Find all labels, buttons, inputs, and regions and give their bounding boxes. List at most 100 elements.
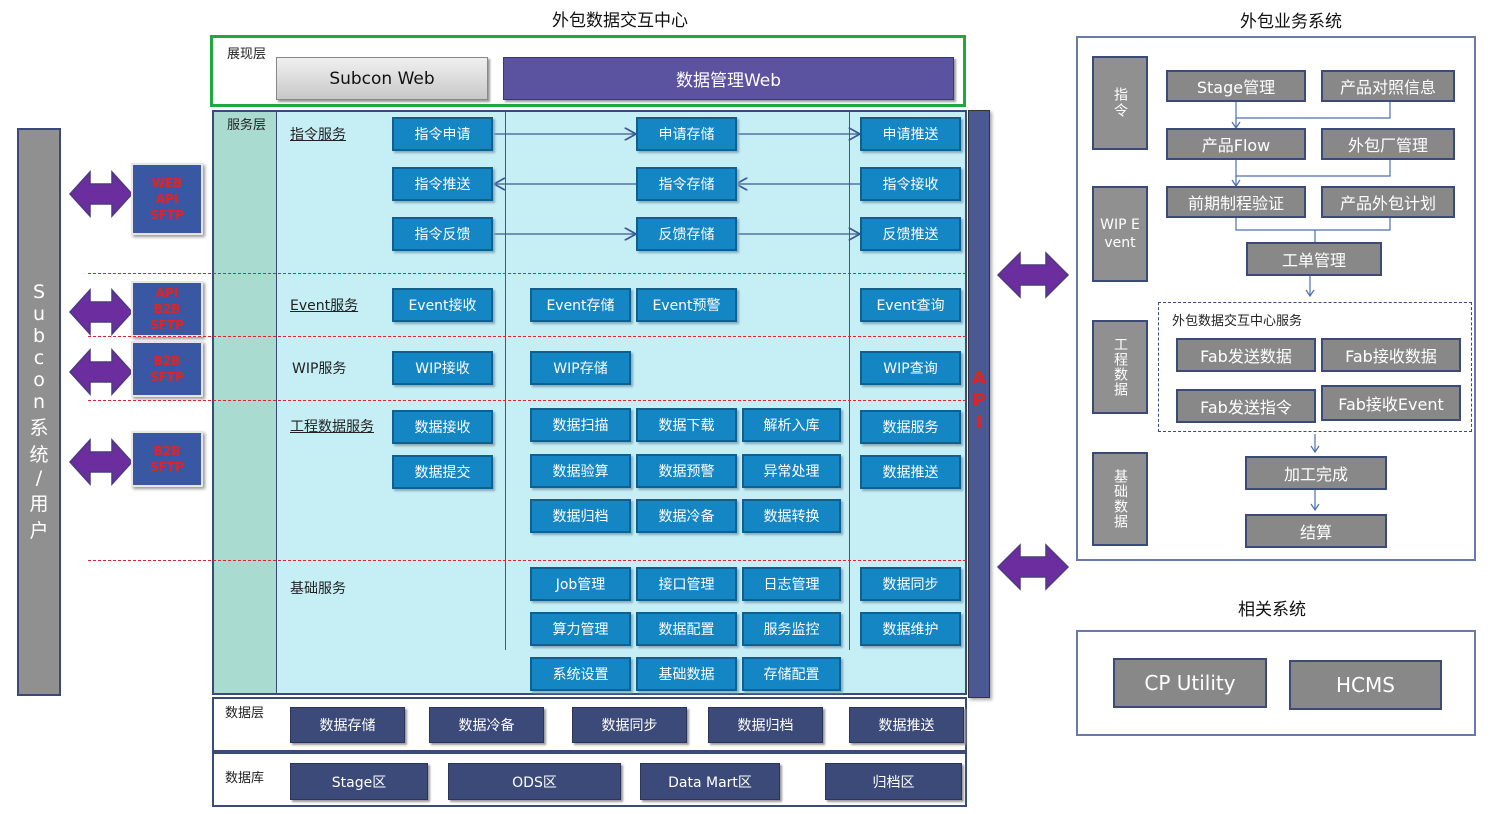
data-push-box[interactable]: 数据推送 (860, 455, 961, 489)
double-arrow-icon (68, 438, 134, 486)
base-service-label: 基础服务 (290, 581, 346, 597)
base-grid-box[interactable]: 基础数据 (636, 657, 737, 691)
hcms-box[interactable]: HCMS (1289, 660, 1442, 710)
wip-query-box[interactable]: WIP查询 (860, 351, 961, 385)
data-layer-item[interactable]: 数据存储 (290, 707, 405, 743)
event-receive-box[interactable]: Event接收 (392, 288, 493, 322)
eng-grid-box[interactable]: 解析入库 (742, 408, 841, 442)
service-layer-side (212, 110, 278, 695)
wip-service-label: WIP服务 (292, 361, 347, 377)
instruction-apply-box[interactable]: 指令申请 (392, 117, 493, 151)
api-char: A (972, 368, 986, 389)
wip-receive-box[interactable]: WIP接收 (392, 351, 493, 385)
event-store-box[interactable]: Event存储 (530, 288, 631, 322)
subcon-panel: S u b c o n 系 统 / 用 户 (17, 128, 61, 696)
settlement-box[interactable]: 结算 (1245, 514, 1387, 548)
data-layer-label: 数据层 (225, 706, 265, 721)
base-grid-box[interactable]: 系统设置 (530, 657, 631, 691)
data-layer-item[interactable]: 数据推送 (849, 707, 964, 743)
eng-grid-box[interactable]: 数据扫描 (530, 408, 631, 442)
section-divider (88, 336, 966, 337)
data-maintain-box[interactable]: 数据维护 (860, 612, 961, 646)
base-grid-box[interactable]: 接口管理 (636, 567, 737, 601)
subcon-char: / (35, 467, 43, 489)
database-label: 数据库 (225, 771, 265, 786)
instruction-flow-arrows (490, 120, 870, 250)
instruction-receive-box[interactable]: 指令接收 (860, 167, 961, 201)
double-arrow-icon (996, 543, 1070, 591)
related-title: 相关系统 (1238, 600, 1306, 620)
subcon-char: 系 (29, 417, 49, 439)
instruction-feedback-box[interactable]: 指令反馈 (392, 217, 493, 251)
instruction-push-box[interactable]: 指令推送 (392, 167, 493, 201)
base-grid-box[interactable]: 算力管理 (530, 612, 631, 646)
engineering-service-label: 工程数据服务 (290, 419, 374, 435)
product-flow-box[interactable]: 产品Flow (1166, 128, 1306, 160)
subcon-char: u (32, 303, 46, 325)
protocol-label: B2B (153, 302, 181, 316)
base-grid-box[interactable]: 存储配置 (742, 657, 841, 691)
database-item[interactable]: ODS区 (448, 763, 621, 800)
stage-manage-box[interactable]: Stage管理 (1166, 70, 1306, 102)
work-order-box[interactable]: 工单管理 (1246, 242, 1382, 276)
protocol-label: SFTP (150, 370, 184, 384)
feedback-store-box[interactable]: 反馈存储 (636, 217, 737, 251)
data-layer-item[interactable]: 数据冷备 (429, 707, 544, 743)
event-warning-box[interactable]: Event预警 (636, 288, 737, 322)
protocol-box: API B2B SFTP (131, 281, 203, 337)
fab-send-command-box[interactable]: Fab发送指令 (1176, 389, 1316, 423)
base-grid-box[interactable]: 数据配置 (636, 612, 737, 646)
api-char: I (975, 412, 983, 433)
event-query-box[interactable]: Event查询 (860, 288, 961, 322)
eng-grid-box[interactable]: 数据冷备 (636, 499, 737, 533)
subcon-char: 用 (29, 493, 49, 515)
early-verify-box[interactable]: 前期制程验证 (1166, 186, 1306, 218)
protocol-label: SFTP (150, 208, 184, 222)
data-sync-box[interactable]: 数据同步 (860, 567, 961, 601)
fab-receive-event-box[interactable]: Fab接收Event (1321, 385, 1461, 421)
api-label: A P I (970, 368, 988, 434)
biz-title: 外包业务系统 (1240, 12, 1342, 32)
outsourcing-plan-box[interactable]: 产品外包计划 (1321, 186, 1455, 218)
data-service-box[interactable]: 数据服务 (860, 410, 961, 444)
eng-grid-box[interactable]: 数据归档 (530, 499, 631, 533)
database-item[interactable]: Data Mart区 (640, 763, 780, 800)
protocol-label: API (155, 192, 179, 206)
eng-grid-box[interactable]: 数据转换 (742, 499, 841, 533)
api-char: P (972, 390, 986, 411)
product-map-box[interactable]: 产品对照信息 (1321, 70, 1455, 102)
data-layer-item[interactable]: 数据同步 (572, 707, 687, 743)
base-grid-box[interactable]: 日志管理 (742, 567, 841, 601)
fab-receive-data-box[interactable]: Fab接收数据 (1321, 338, 1461, 372)
data-receive-box[interactable]: 数据接收 (392, 410, 493, 444)
protocol-label: SFTP (150, 318, 184, 332)
biz-side-engineering: 工程数据 (1092, 320, 1148, 414)
double-arrow-icon (996, 251, 1070, 299)
feedback-push-box[interactable]: 反馈推送 (860, 217, 961, 251)
eng-grid-box[interactable]: 异常处理 (742, 454, 841, 488)
vendor-manage-box[interactable]: 外包厂管理 (1321, 128, 1455, 160)
subcon-web-box[interactable]: Subcon Web (276, 57, 488, 100)
data-web-box[interactable]: 数据管理Web (503, 57, 954, 100)
apply-push-box[interactable]: 申请推送 (860, 117, 961, 151)
cp-utility-box[interactable]: CP Utility (1113, 658, 1267, 708)
data-layer-item[interactable]: 数据归档 (708, 707, 823, 743)
section-divider (88, 400, 966, 401)
subcon-char: S (32, 281, 46, 303)
database-item[interactable]: Stage区 (290, 763, 428, 800)
data-submit-box[interactable]: 数据提交 (392, 455, 493, 489)
presentation-label: 展现层 (227, 47, 267, 62)
instruction-store-box[interactable]: 指令存储 (636, 167, 737, 201)
protocol-label: API (155, 286, 179, 300)
base-grid-box[interactable]: Job管理 (530, 567, 631, 601)
eng-grid-box[interactable]: 数据验算 (530, 454, 631, 488)
processing-done-box[interactable]: 加工完成 (1245, 456, 1387, 490)
fab-send-data-box[interactable]: Fab发送数据 (1176, 338, 1316, 372)
double-arrow-icon (68, 288, 134, 336)
database-item[interactable]: 归档区 (825, 763, 962, 800)
eng-grid-box[interactable]: 数据预警 (636, 454, 737, 488)
apply-store-box[interactable]: 申请存储 (636, 117, 737, 151)
wip-store-box[interactable]: WIP存储 (530, 351, 631, 385)
eng-grid-box[interactable]: 数据下载 (636, 408, 737, 442)
base-grid-box[interactable]: 服务监控 (742, 612, 841, 646)
